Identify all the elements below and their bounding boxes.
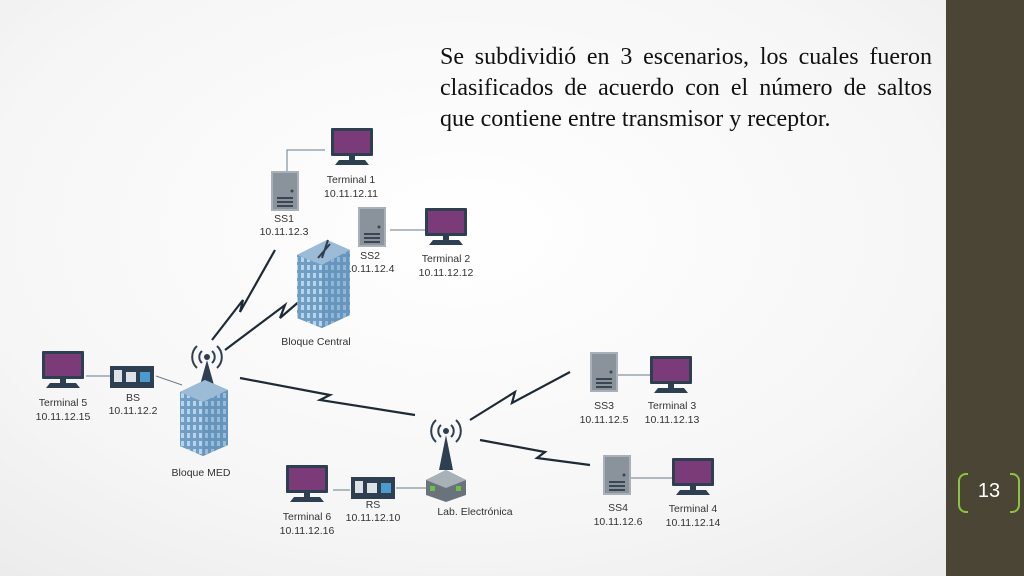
wireless-lab-ss3 bbox=[469, 371, 571, 421]
wireless-med-lab bbox=[239, 376, 416, 417]
modem-icon bbox=[110, 366, 154, 388]
station-rs: RS 10.11.12.10 bbox=[346, 477, 401, 524]
building-central-label: Bloque Central bbox=[281, 336, 350, 348]
station-ss3: SS3 10.11.12.5 bbox=[580, 352, 629, 426]
ss4-ip: 10.11.12.6 bbox=[594, 516, 643, 528]
terminal-4-ip: 10.11.12.14 bbox=[666, 517, 721, 529]
terminal-5-name: Terminal 5 bbox=[39, 397, 88, 409]
terminal-1-ip: 10.11.12.11 bbox=[324, 188, 378, 200]
ss2-name: SS2 bbox=[360, 250, 380, 262]
building-lab-label: Lab. Electrónica bbox=[437, 506, 512, 518]
building-lab: Lab. Electrónica bbox=[426, 419, 513, 518]
bs-name: BS bbox=[126, 392, 140, 404]
monitor-icon bbox=[672, 458, 714, 495]
monitor-icon bbox=[331, 128, 373, 165]
terminal-2-name: Terminal 2 bbox=[422, 253, 471, 265]
ss4-name: SS4 bbox=[608, 502, 628, 514]
wireless-med-ss1 bbox=[211, 249, 276, 341]
terminal-2-ip: 10.11.12.12 bbox=[419, 267, 474, 279]
bracket-right-icon bbox=[1010, 473, 1020, 513]
station-ss2: SS2 10.11.12.4 bbox=[346, 207, 395, 275]
ss1-ip: 10.11.12.3 bbox=[260, 226, 309, 238]
terminal-5-ip: 10.11.12.15 bbox=[36, 411, 91, 423]
terminal-4: Terminal 4 10.11.12.14 bbox=[666, 458, 721, 529]
ss2-ip: 10.11.12.4 bbox=[346, 263, 395, 275]
bs-ip: 10.11.12.2 bbox=[109, 405, 158, 417]
monitor-icon bbox=[286, 465, 328, 502]
terminal-6: Terminal 6 10.11.12.16 bbox=[280, 465, 335, 537]
terminal-1: Terminal 1 10.11.12.11 bbox=[324, 128, 378, 200]
terminal-5: Terminal 5 10.11.12.15 bbox=[36, 351, 91, 423]
server-icon bbox=[358, 207, 386, 247]
network-diagram: Terminal 1 10.11.12.11 SS1 10.11.12.3 SS… bbox=[36, 128, 721, 537]
terminal-1-name: Terminal 1 bbox=[327, 174, 376, 186]
rs-name: RS bbox=[366, 499, 381, 511]
monitor-icon bbox=[42, 351, 84, 388]
ss1-name: SS1 bbox=[274, 213, 294, 225]
link-ss1-t1 bbox=[286, 149, 325, 172]
link-bs-med bbox=[155, 375, 183, 386]
bracket-left-icon bbox=[958, 473, 968, 513]
server-icon bbox=[590, 352, 618, 392]
terminal-3-ip: 10.11.12.13 bbox=[645, 414, 700, 426]
wireless-links bbox=[211, 249, 591, 467]
terminal-4-name: Terminal 4 bbox=[669, 503, 718, 515]
server-icon bbox=[603, 455, 631, 495]
wired-links bbox=[86, 149, 672, 491]
modem-icon bbox=[351, 477, 395, 499]
monitor-icon bbox=[650, 356, 692, 393]
terminal-3: Terminal 3 10.11.12.13 bbox=[645, 356, 700, 426]
ss3-name: SS3 bbox=[594, 400, 614, 412]
building-med-label: Bloque MED bbox=[172, 467, 231, 479]
page-number-badge: 13 bbox=[958, 473, 1020, 513]
page-number: 13 bbox=[977, 480, 1001, 502]
rs-ip: 10.11.12.10 bbox=[346, 512, 401, 524]
station-bs: BS 10.11.12.2 bbox=[109, 366, 158, 417]
slide-paragraph: Se subdividió en 3 escenarios, los cuale… bbox=[440, 44, 932, 132]
building-med: Bloque MED bbox=[172, 345, 231, 479]
slide-canvas: Se subdividió en 3 escenarios, los cuale… bbox=[36, 44, 932, 537]
terminal-3-name: Terminal 3 bbox=[648, 400, 697, 412]
terminal-6-ip: 10.11.12.16 bbox=[280, 525, 335, 537]
station-ss4: SS4 10.11.12.6 bbox=[594, 455, 643, 528]
terminal-6-name: Terminal 6 bbox=[283, 511, 332, 523]
terminal-2: Terminal 2 10.11.12.12 bbox=[419, 208, 474, 279]
server-icon bbox=[271, 171, 299, 211]
monitor-icon bbox=[425, 208, 467, 245]
station-ss1: SS1 10.11.12.3 bbox=[260, 171, 309, 238]
wireless-lab-ss4 bbox=[479, 438, 591, 467]
building-central: Bloque Central bbox=[281, 239, 351, 348]
ss3-ip: 10.11.12.5 bbox=[580, 414, 629, 426]
